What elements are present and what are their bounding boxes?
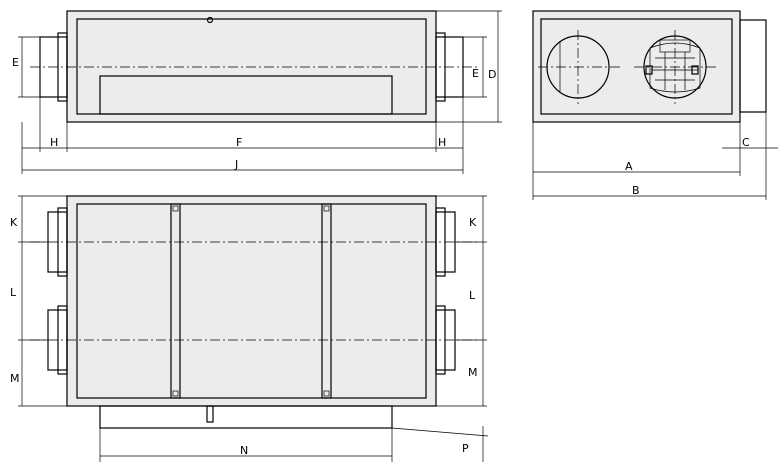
plan-outer-casing bbox=[66, 195, 437, 407]
front-top-screw bbox=[206, 16, 214, 24]
dim-label-j: J bbox=[234, 158, 238, 171]
plan-view-dimensions: K L M K L M P N bbox=[10, 195, 489, 462]
front-view bbox=[30, 10, 480, 123]
dim-label-m-right: M bbox=[468, 366, 478, 379]
drain-pipe bbox=[206, 405, 214, 423]
dim-label-k-left: K bbox=[10, 216, 18, 229]
front-view-dimensions: E E D H F H J bbox=[12, 10, 502, 174]
side-view bbox=[532, 10, 767, 123]
dim-label-b: B bbox=[632, 184, 640, 197]
side-outer-casing bbox=[532, 10, 741, 123]
plan-divider-right bbox=[321, 203, 332, 399]
side-connection-box bbox=[739, 19, 767, 113]
dim-label-m-left: M bbox=[10, 372, 20, 385]
plan-view bbox=[30, 195, 480, 429]
dim-label-e-left: E bbox=[12, 56, 19, 69]
dim-label-e-right: E bbox=[472, 67, 479, 80]
front-outer-casing bbox=[66, 10, 437, 123]
plan-divider-left bbox=[170, 203, 181, 399]
plan-base-panel bbox=[99, 405, 393, 429]
dim-label-d: D bbox=[488, 68, 496, 81]
dim-label-p: P bbox=[462, 442, 469, 455]
dim-label-l-right: L bbox=[469, 289, 476, 302]
dim-label-a: A bbox=[625, 160, 633, 173]
plan-inner-casing bbox=[76, 203, 427, 399]
side-inner-casing bbox=[540, 18, 733, 115]
dim-label-k-right: K bbox=[469, 216, 477, 229]
dim-label-l-left: L bbox=[10, 286, 17, 299]
dim-label-h-left: H bbox=[50, 136, 58, 149]
dim-label-c: C bbox=[742, 136, 750, 149]
dim-label-f: F bbox=[236, 136, 242, 149]
side-view-dimensions: C A B bbox=[532, 112, 778, 200]
front-access-panel bbox=[99, 75, 393, 115]
dim-label-n: N bbox=[240, 444, 248, 457]
dim-label-h-right: H bbox=[438, 136, 446, 149]
